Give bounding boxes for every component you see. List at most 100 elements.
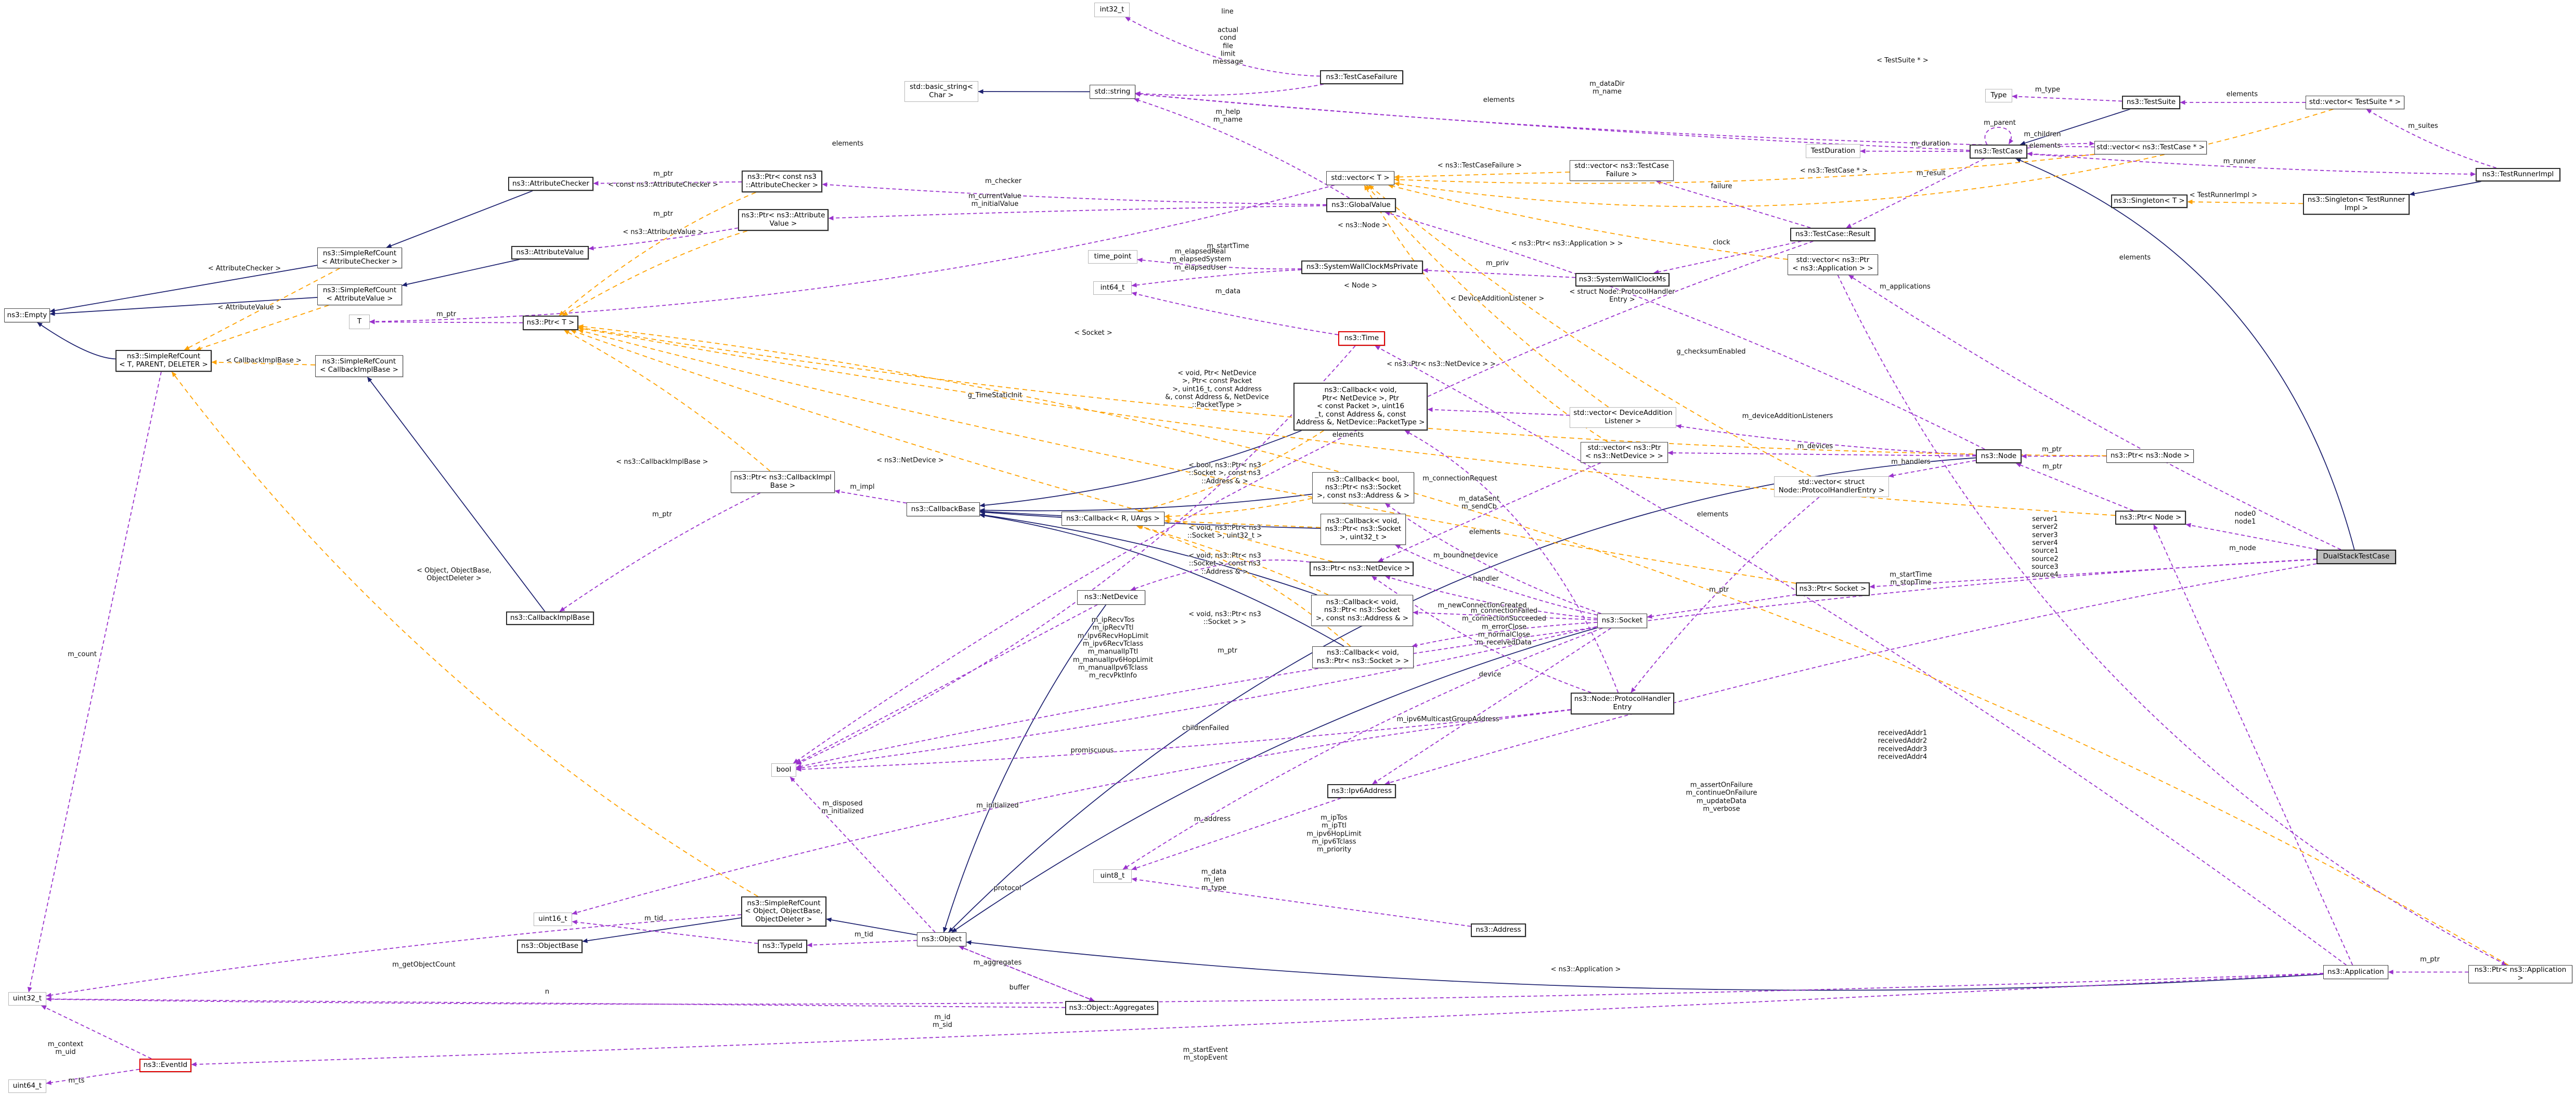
class-node-Empty[interactable]: ns3::Empty — [4, 308, 50, 322]
class-node-Type[interactable]: Type — [1985, 89, 2012, 102]
edge-TestCaseFailure-std_string — [1135, 84, 1324, 96]
class-node-label: ns3::TestRunnerImpl — [2482, 170, 2554, 179]
class-node-CallbackBase[interactable]: ns3::CallbackBase — [907, 502, 980, 516]
class-node-bool[interactable]: bool — [771, 763, 796, 777]
edge-SWCMPrivate-time_point — [1137, 257, 1302, 270]
class-node-Ptr_App[interactable]: ns3::Ptr< ns3::Application > — [2468, 965, 2572, 984]
class-node-label: ns3::Ptr< const ns3 ::AttributeChecker > — [745, 173, 819, 189]
class-node-uint16_t[interactable]: uint16_t — [534, 913, 572, 926]
class-node-Ipv6Address[interactable]: ns3::Ipv6Address — [1327, 784, 1396, 798]
class-node-vector_TestSuite[interactable]: std::vector< TestSuite * > — [2306, 96, 2404, 109]
class-node-vector_TestCase[interactable]: std::vector< ns3::TestCase * > — [2094, 141, 2207, 154]
edge-AttributeChecker-SRC_AC — [386, 190, 533, 248]
class-node-vector_PtrND[interactable]: std::vector< ns3::Ptr < ns3::NetDevice >… — [1581, 442, 1668, 463]
edge-Callback_vsock-CallbackBase — [979, 513, 1344, 647]
class-node-Address[interactable]: ns3::Address — [1471, 923, 1526, 937]
class-node-Application[interactable]: ns3::Application — [2323, 965, 2388, 979]
edge-Callback_big-Callback_RU — [1137, 430, 1324, 513]
class-node-std_string[interactable]: std::string — [1090, 85, 1135, 99]
class-node-vector_DAL[interactable]: std::vector< DeviceAddition Listener > — [1570, 407, 1676, 428]
class-node-Callback_big[interactable]: ns3::Callback< void, Ptr< NetDevice >, P… — [1293, 383, 1428, 431]
edge-DualStackTestCase-bool — [796, 558, 2317, 769]
class-node-Singleton_TRI[interactable]: ns3::Singleton< TestRunner Impl > — [2303, 194, 2410, 215]
class-node-vector_T[interactable]: std::vector< T > — [1326, 171, 1394, 185]
class-node-label: ns3::CallbackImplBase — [510, 614, 590, 622]
edge-GlobalValue-Ptr_cAC — [822, 182, 1327, 205]
class-node-SRC_Obj[interactable]: ns3::SimpleRefCount < Object, ObjectBase… — [741, 896, 826, 927]
class-node-Object[interactable]: ns3::Object — [917, 932, 966, 946]
class-node-SRC_AV[interactable]: ns3::SimpleRefCount < AttributeValue > — [317, 284, 402, 305]
class-node-label: ns3::Node::ProtocolHandler Entry — [1574, 695, 1671, 711]
class-node-label: DualStackTestCase — [2323, 552, 2390, 561]
class-node-TestDuration[interactable]: TestDuration — [1806, 144, 1860, 158]
edge-DualStackTestCase-Ipv6Address — [1384, 563, 2317, 785]
class-node-TypeId[interactable]: ns3::TypeId — [758, 940, 807, 953]
edge-Socket-Ipv6Address — [1372, 628, 1612, 785]
class-node-label: Type — [1990, 91, 2007, 100]
class-node-AttributeChecker[interactable]: ns3::AttributeChecker — [508, 177, 593, 191]
class-node-vector_TestCaseFailure[interactable]: std::vector< ns3::TestCase Failure > — [1570, 160, 1674, 181]
class-node-Callback_bool[interactable]: ns3::Callback< bool, ns3::Ptr< ns3::Sock… — [1312, 472, 1414, 503]
class-node-Callback_vu32[interactable]: ns3::Callback< void, ns3::Ptr< ns3::Sock… — [1321, 514, 1406, 545]
class-node-int32_t[interactable]: int32_t — [1094, 3, 1130, 17]
edge-Socket-Callback_vaddr — [1413, 610, 1598, 620]
edge-vector_TestSuite-vector_T — [1394, 109, 2334, 207]
class-node-label: uint32_t — [12, 994, 42, 1003]
class-node-Ptr_cAC[interactable]: ns3::Ptr< const ns3 ::AttributeChecker > — [742, 171, 822, 192]
class-node-Ptr_Socket[interactable]: ns3::Ptr< Socket > — [1796, 582, 1870, 596]
edge-Ptr_cAC-Ptr_T — [559, 192, 756, 316]
class-node-uint32_t[interactable]: uint32_t — [8, 992, 46, 1006]
class-node-label: ns3::Application — [2327, 967, 2384, 976]
edge-Ptr_CIB-CallbackImplBase — [559, 492, 761, 612]
class-node-Ptr_Node[interactable]: ns3::Ptr< Node > — [2115, 511, 2186, 525]
class-node-label: std::vector< ns3::Ptr < ns3::Application… — [1792, 256, 1873, 272]
class-node-time_point[interactable]: time_point — [1088, 250, 1137, 264]
class-node-GlobalValue[interactable]: ns3::GlobalValue — [1326, 198, 1396, 212]
class-node-Object_Aggregates[interactable]: ns3::Object::Aggregates — [1065, 1001, 1158, 1015]
class-node-Ptr_AV[interactable]: ns3::Ptr< ns3::Attribute Value > — [738, 209, 829, 231]
class-node-label: ns3::SystemWallClockMsPrivate — [1306, 263, 1418, 271]
class-node-T[interactable]: T — [349, 315, 370, 329]
class-node-Callback_RU[interactable]: ns3::Callback< R, UArgs > — [1062, 512, 1164, 526]
class-node-SRC_TPD[interactable]: ns3::SimpleRefCount < T, PARENT, DELETER… — [115, 350, 212, 372]
class-node-EventId[interactable]: ns3::EventId — [139, 1059, 191, 1072]
class-node-TestCase_Result[interactable]: ns3::TestCase::Result — [1790, 228, 1875, 241]
class-node-SRC_CIB[interactable]: ns3::SimpleRefCount < CallbackImplBase > — [315, 355, 403, 377]
edge-TestCase_Result-vector_TestCaseFailure — [1655, 180, 1811, 228]
class-node-Socket[interactable]: ns3::Socket — [1597, 614, 1647, 628]
class-node-SRC_AC[interactable]: ns3::SimpleRefCount < AttributeChecker > — [317, 248, 402, 268]
edge-TestCase_Result-bool — [793, 241, 1814, 764]
class-node-vector_Ptr_App[interactable]: std::vector< ns3::Ptr < ns3::Application… — [1788, 254, 1878, 275]
class-node-vector_PHE[interactable]: std::vector< struct Node::ProtocolHandle… — [1774, 476, 1889, 497]
class-node-TestSuite[interactable]: ns3::TestSuite — [2122, 96, 2180, 109]
class-node-SWCM[interactable]: ns3::SystemWallClockMs — [1575, 273, 1669, 286]
class-node-Callback_vaddr[interactable]: ns3::Callback< void, ns3::Ptr< ns3::Sock… — [1311, 595, 1413, 626]
class-node-Node[interactable]: ns3::Node — [1976, 449, 2022, 463]
class-node-Ptr_ND[interactable]: ns3::Ptr< ns3::NetDevice > — [1310, 562, 1414, 576]
class-node-Callback_vsock[interactable]: ns3::Callback< void, ns3::Ptr< ns3::Sock… — [1312, 646, 1414, 668]
class-node-Ptr_T[interactable]: ns3::Ptr< T > — [523, 316, 578, 330]
edge-TestCase-TestRunnerImpl — [2027, 153, 2476, 177]
class-node-ObjectBase[interactable]: ns3::ObjectBase — [517, 940, 582, 953]
class-node-Singleton_T[interactable]: ns3::Singleton< T > — [2111, 194, 2187, 208]
class-node-SWCMPrivate[interactable]: ns3::SystemWallClockMsPrivate — [1301, 261, 1423, 274]
class-node-AttributeValue[interactable]: ns3::AttributeValue — [511, 246, 589, 259]
class-node-basic_string[interactable]: std::basic_string< Char > — [904, 81, 978, 102]
edge-Callback_RU-CallbackBase — [979, 509, 1062, 516]
class-node-CallbackImplBase[interactable]: ns3::CallbackImplBase — [506, 611, 594, 625]
class-node-NetDevice[interactable]: ns3::NetDevice — [1077, 590, 1145, 605]
class-node-TestCaseFailure[interactable]: ns3::TestCaseFailure — [1320, 70, 1403, 84]
class-node-label: ns3::Node — [1980, 451, 2017, 460]
class-node-uint64_t[interactable]: uint64_t — [8, 1079, 46, 1093]
class-node-Time[interactable]: ns3::Time — [1338, 331, 1385, 346]
edge-Callback_bool-Callback_RU — [1164, 498, 1313, 519]
class-node-TestRunnerImpl[interactable]: ns3::TestRunnerImpl — [2476, 168, 2560, 181]
class-node-Ptr_CIB[interactable]: ns3::Ptr< ns3::CallbackImpl Base > — [731, 471, 835, 493]
class-node-uint8_t[interactable]: uint8_t — [1093, 869, 1132, 883]
edge-Socket-uint8_t — [1122, 628, 1603, 870]
class-node-int64_t[interactable]: int64_t — [1093, 281, 1132, 295]
class-node-Node_PHE[interactable]: ns3::Node::ProtocolHandler Entry — [1571, 693, 1674, 714]
class-node-Ptr_ns3Node[interactable]: ns3::Ptr< ns3::Node > — [2106, 449, 2194, 463]
class-node-DualStackTestCase[interactable]: DualStackTestCase — [2316, 550, 2396, 564]
class-node-TestCase[interactable]: ns3::TestCase — [1970, 145, 2027, 159]
